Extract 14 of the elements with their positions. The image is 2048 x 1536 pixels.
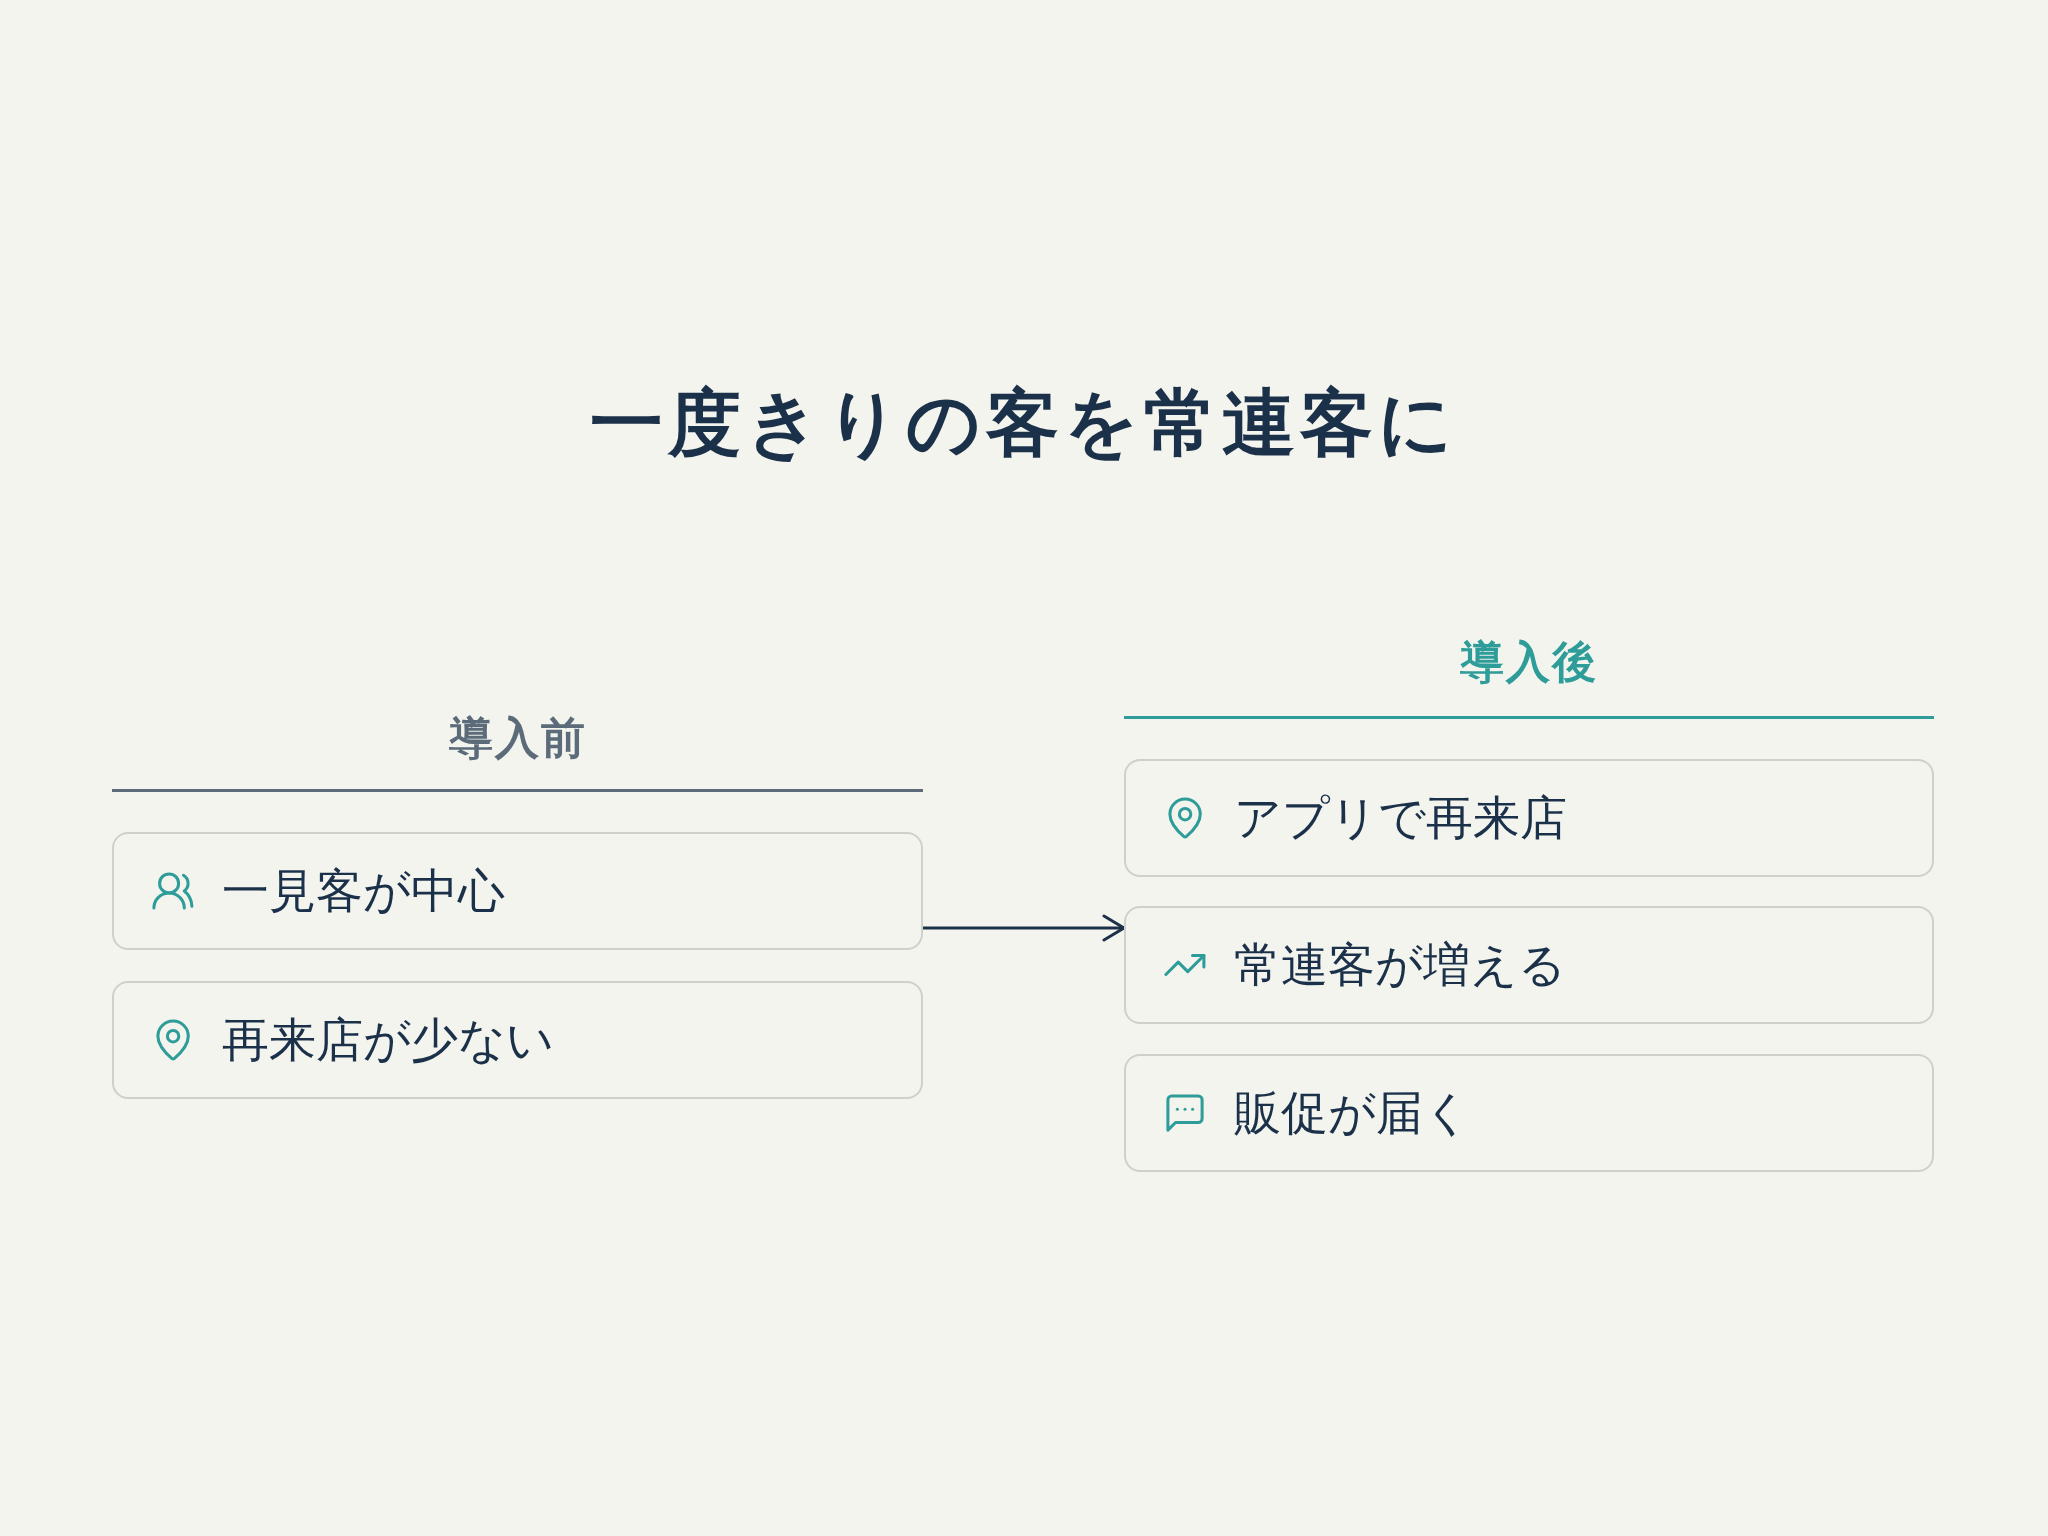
- item-card: [112, 832, 923, 950]
- item-label: 一見客が中心: [222, 862, 505, 920]
- item-card: [1124, 1054, 1934, 1172]
- column-heading: 導入前: [448, 712, 587, 764]
- item-card: [1124, 759, 1934, 877]
- item-label: アプリで再来店: [1234, 789, 1567, 847]
- title: 一度きりの客を常連客に: [590, 379, 1458, 467]
- arrow: [923, 914, 1126, 942]
- item-card: [112, 981, 923, 1099]
- column-heading: 導入後: [1460, 636, 1598, 688]
- item-label: 常連客が増える: [1234, 936, 1566, 994]
- item-label: 販促が届く: [1234, 1084, 1471, 1142]
- item-label: 再来店が少ない: [222, 1011, 554, 1069]
- item-card: [1124, 906, 1934, 1024]
